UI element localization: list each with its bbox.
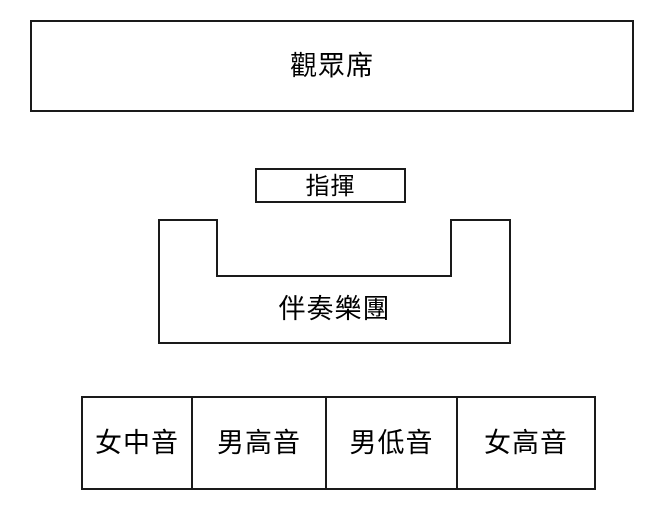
voice-part-label: 女高音 [484, 427, 568, 459]
audience-section-label: 觀眾席 [290, 50, 374, 82]
orchestra-pit-shape [158, 219, 511, 344]
conductor-label: 指揮 [305, 171, 356, 200]
conductor-box: 指揮 [255, 168, 406, 203]
voice-part-cell-mezzo-soprano: 女中音 [83, 398, 193, 488]
voice-part-label: 男高音 [217, 427, 301, 459]
voice-part-label: 男低音 [349, 427, 434, 459]
voice-part-cell-soprano: 女高音 [458, 398, 594, 488]
voice-part-cell-tenor: 男高音 [193, 398, 327, 488]
voice-parts-row: 女中音 男高音 男低音 女高音 [81, 396, 596, 490]
audience-section-box: 觀眾席 [30, 20, 634, 112]
orchestra-pit-outline-icon [158, 219, 511, 344]
voice-part-label: 女中音 [95, 427, 179, 459]
voice-part-cell-bass: 男低音 [327, 398, 458, 488]
